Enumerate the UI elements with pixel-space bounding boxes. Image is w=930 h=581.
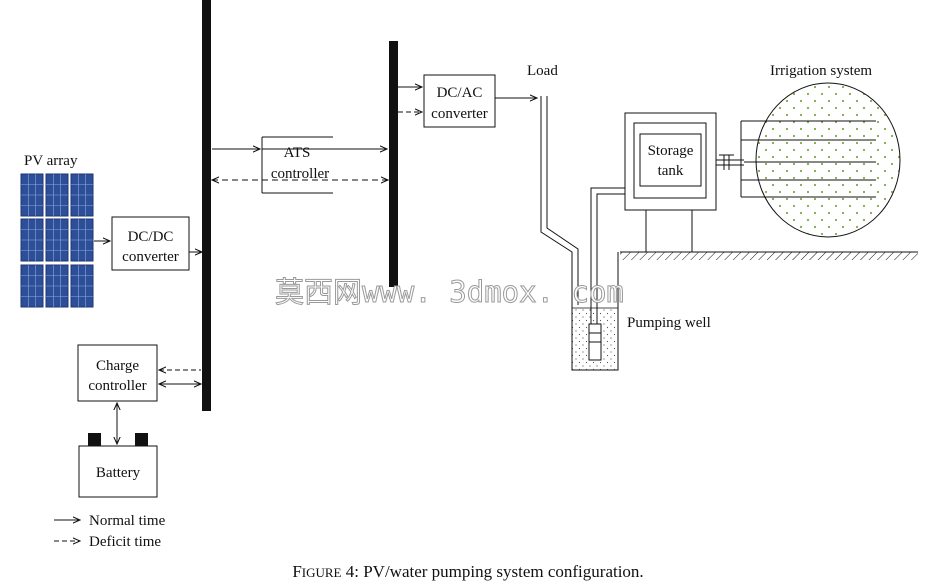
dcac-label-1: DC/AC bbox=[437, 85, 483, 101]
load-label: Load bbox=[527, 63, 558, 79]
dcdc-label-2: converter bbox=[122, 249, 179, 265]
battery-terminal-right bbox=[135, 433, 148, 446]
caption-smallcaps: IGURE bbox=[302, 565, 342, 580]
dc-bus-bar bbox=[202, 0, 211, 411]
charge-label-1: Charge bbox=[96, 358, 139, 374]
ac-bus-bar bbox=[389, 41, 398, 287]
dcac-converter-box bbox=[423, 74, 496, 128]
storage-label-1: Storage bbox=[648, 143, 694, 159]
charge-label-2: controller bbox=[88, 378, 146, 394]
charge-controller-box bbox=[77, 344, 158, 402]
ats-label-1: ATS bbox=[284, 145, 311, 161]
irrigation-field bbox=[755, 82, 901, 238]
load-cable-inner bbox=[546, 96, 579, 305]
legend-normal-label: Normal time bbox=[89, 513, 166, 529]
water-pipe-inner bbox=[596, 193, 625, 324]
watermark-text: 莫西网www. 3dmox. com bbox=[275, 275, 624, 309]
battery-label: Battery bbox=[96, 465, 141, 481]
irrigation-label: Irrigation system bbox=[770, 63, 872, 79]
battery-terminal-left bbox=[88, 433, 101, 446]
figure-caption: FIGURE 4: PV/water pumping system config… bbox=[292, 562, 643, 581]
pumping-well bbox=[571, 252, 619, 371]
dcac-label-2: converter bbox=[431, 106, 488, 122]
pv-array-label: PV array bbox=[24, 153, 78, 169]
dcdc-converter-box bbox=[111, 216, 190, 271]
ground-hatch bbox=[620, 252, 918, 260]
storage-tank-label-box bbox=[639, 133, 702, 187]
ats-label-2: controller bbox=[271, 166, 329, 182]
dcdc-label-1: DC/DC bbox=[128, 229, 174, 245]
legend-deficit-label: Deficit time bbox=[89, 534, 161, 550]
pv-array-panels bbox=[20, 173, 94, 308]
battery-box bbox=[78, 445, 158, 498]
caption-rest: 4: PV/water pumping system configuration… bbox=[342, 562, 644, 581]
storage-label-2: tank bbox=[658, 163, 684, 179]
well-label: Pumping well bbox=[627, 315, 711, 331]
caption-prefix: F bbox=[292, 562, 301, 581]
water-pipe-outer bbox=[590, 187, 625, 324]
